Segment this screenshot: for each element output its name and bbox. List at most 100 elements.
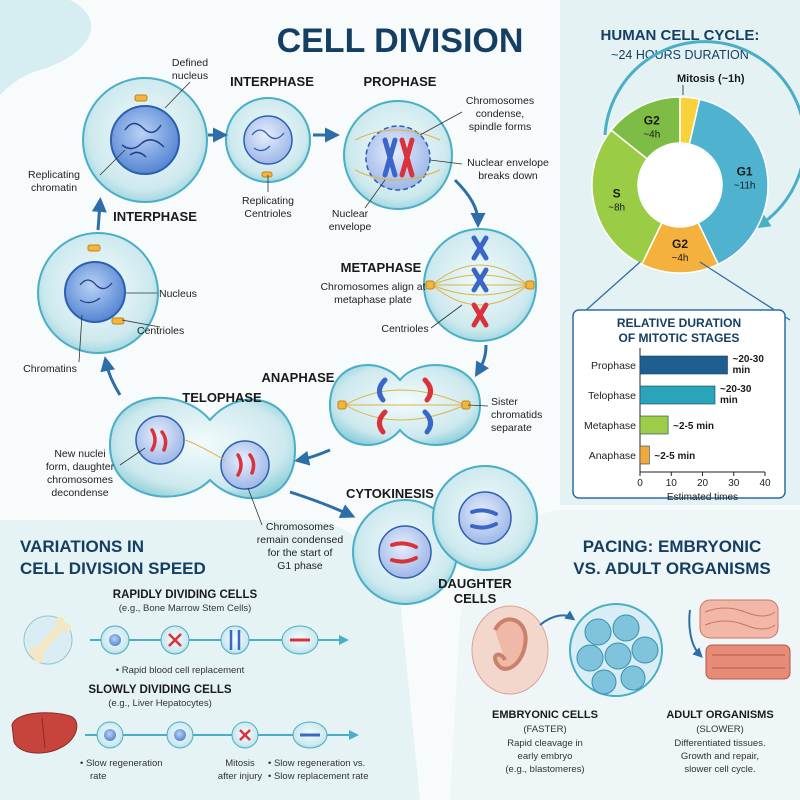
variations-title-2: CELL DIVISION SPEED	[20, 559, 206, 578]
mitotic-duration-bar-chart: Prophase~20-30minTelophase~20-30minMetap…	[584, 348, 771, 503]
bar-value-telophase-0: ~20-30	[720, 384, 752, 395]
donut-slice-s-2	[591, 129, 663, 266]
corner-decoration	[0, 0, 92, 95]
bar-label-telophase: Telophase	[588, 390, 636, 402]
cycle-panel-subtitle: ~24 HOURS DURATION	[611, 48, 749, 62]
bars-panel-title-1: RELATIVE DURATION	[617, 316, 741, 330]
stage-label-daughter-cells-1: DAUGHTER	[438, 576, 512, 591]
slow-note-1a: • Slow regeneration	[80, 758, 163, 769]
slow-example: (e.g., Liver Hepatocytes)	[108, 698, 212, 709]
cycle-direction-arrow	[603, 40, 800, 229]
rapid-division-sequence	[90, 625, 349, 655]
rapid-note: • Rapid blood cell replacement	[116, 665, 245, 676]
anaphase-cell	[328, 364, 482, 446]
annotation-chromosomes-remain-2: remain condensed	[257, 534, 344, 546]
donut-value-1: ~4h	[672, 253, 689, 264]
cell-cycle-donut-chart	[591, 96, 769, 274]
bar-value-prophase-0: ~20-30	[733, 354, 765, 365]
annotation-nucleus: Nucleus	[159, 288, 197, 300]
bar-value-metaphase-0: ~2-5 min	[673, 421, 714, 432]
annotation-new-nuclei-3: chromosomes	[47, 474, 113, 486]
bar-tick-label-30: 30	[728, 478, 740, 489]
donut-value-3: ~4h	[643, 129, 660, 140]
stage-label-cytokinesis: CYTOKINESIS	[346, 486, 434, 501]
rapid-title: RAPIDLY DIVIDING CELLS	[113, 589, 258, 601]
bar-tick-label-20: 20	[697, 478, 709, 489]
bar-anaphase	[639, 445, 650, 465]
blastomere-cluster-icon	[569, 603, 663, 697]
adult-tissue-icon	[688, 599, 791, 680]
adult-desc-3: slower cell cycle.	[684, 764, 755, 775]
adult-desc-1: Differentiated tissues.	[674, 738, 765, 749]
annotation-defined-nucleus-2: nucleus	[172, 70, 208, 82]
annotation-replicating-centrioles-1: Replicating	[242, 195, 294, 207]
variations-title-1: VARIATIONS IN	[20, 537, 144, 556]
telophase-cell	[108, 396, 297, 500]
slow-note-2a: Mitosis	[225, 758, 255, 769]
annotation-new-nuclei-4: decondense	[51, 487, 108, 499]
bar-value-telophase-1: min	[720, 395, 738, 406]
slow-note-3b: • Slow replacement rate	[268, 771, 368, 782]
slow-note-1b: rate	[90, 771, 106, 782]
liver-icon	[11, 712, 78, 754]
stage-label-interphase: INTERPHASE	[230, 74, 314, 89]
adult-sub: (SLOWER)	[696, 724, 744, 735]
adult-desc-2: Growth and repair,	[681, 751, 759, 762]
annotation-new-nuclei-2: form, daughter	[46, 461, 115, 473]
interphase-cell-left	[37, 232, 159, 354]
donut-value-0: ~11h	[734, 181, 756, 192]
bars-panel-title-2: OF MITOTIC STAGES	[619, 331, 740, 345]
adult-title: ADULT ORGANISMS	[666, 709, 773, 721]
annotation-replicating-centrioles-2: Centrioles	[244, 208, 291, 220]
donut-hole	[639, 144, 721, 226]
slow-note-2b: after injury	[218, 771, 263, 782]
slow-title: SLOWLY DIVIDING CELLS	[88, 684, 231, 696]
embryonic-desc-2: early embryo	[518, 751, 573, 762]
annotation-defined-nucleus-1: Defined	[172, 57, 208, 69]
pacing-title-2: VS. ADULT ORGANISMS	[573, 559, 770, 578]
donut-label-1: G2	[672, 237, 688, 251]
bar-value-prophase-1: min	[733, 365, 751, 376]
bar-tick-label-10: 10	[666, 478, 678, 489]
annotation-replicating-chromatin-1: Replicating	[28, 169, 80, 181]
embryo-icon	[471, 605, 576, 695]
annotation-replicating-chromatin-2: chromatin	[31, 182, 77, 194]
slow-note-3a: • Slow regeneration vs.	[268, 758, 365, 769]
bar-xlabel: Estimated times	[667, 492, 738, 503]
annotation-chromosomes-condense-2: condense,	[476, 108, 524, 120]
annotation-sister-chromatids-1: Sister	[491, 396, 518, 408]
donut-slice-g1-0	[688, 98, 769, 266]
stage-label-metaphase: METAPHASE	[341, 260, 422, 275]
stage-label-anaphase: ANAPHASE	[262, 370, 335, 385]
annotation-new-nuclei-1: New nuclei	[54, 448, 105, 460]
donut-slice-mitosis-4	[679, 96, 701, 145]
annotation-chromosomes-remain-4: G1 phase	[277, 560, 323, 572]
annotation-sister-chromatids-3: separate	[491, 422, 532, 434]
donut-value-2: ~8h	[608, 202, 625, 213]
stage-label-interphase-left: INTERPHASE	[113, 209, 197, 224]
bone-icon	[23, 615, 73, 665]
annotation-nuclear-envelope-breaks-1: Nuclear envelope	[467, 157, 549, 169]
annotation-sister-chromatids-2: chromatids	[491, 409, 542, 421]
slow-division-sequence	[85, 721, 359, 749]
annotation-leaders	[78, 81, 489, 526]
annotation-chromosomes-remain-1: Chromosomes	[266, 521, 334, 533]
annotation-chromosomes-condense-1: Chromosomes	[466, 95, 534, 107]
annotation-chromatins: Chromatins	[23, 363, 77, 375]
bar-telophase	[639, 385, 716, 405]
annotation-centrioles-left: Centrioles	[137, 325, 184, 337]
bar-label-metaphase: Metaphase	[584, 420, 636, 432]
donut-label-2: S	[613, 186, 621, 200]
bar-label-prophase: Prophase	[591, 360, 636, 372]
stage-label-telophase: TELOPHASE	[182, 390, 262, 405]
annotation-chromosomes-align-2: metaphase plate	[334, 294, 412, 306]
stage-label-prophase: PROPHASE	[364, 74, 437, 89]
bar-metaphase	[639, 415, 669, 435]
stage-label-daughter-cells-2: CELLS	[454, 591, 497, 606]
annotation-chromosomes-remain-3: for the start of	[268, 547, 333, 559]
bar-prophase	[639, 355, 728, 375]
embryonic-desc-1: Rapid cleavage in	[507, 738, 583, 749]
bar-label-anaphase: Anaphase	[589, 450, 636, 462]
bar-tick-label-40: 40	[759, 478, 771, 489]
